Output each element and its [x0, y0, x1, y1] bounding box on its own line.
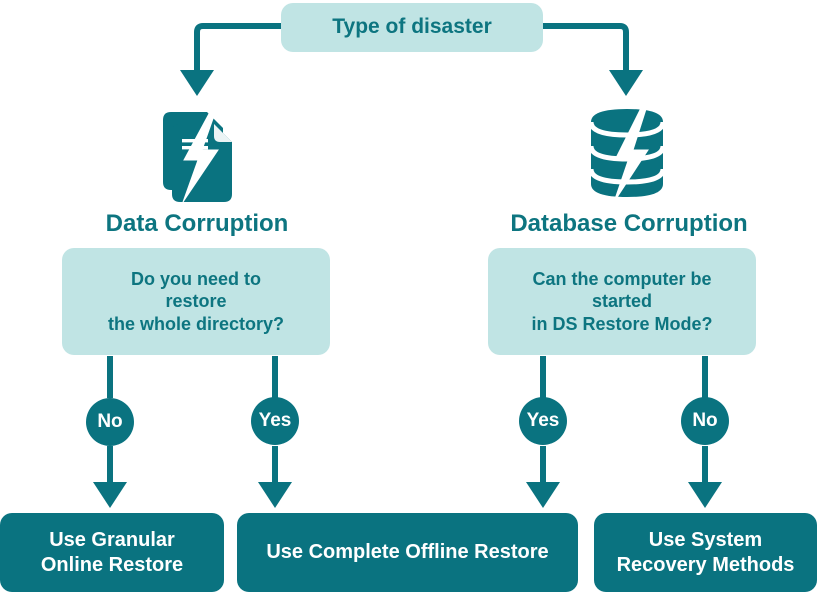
- branch-title-text: Data Corruption: [105, 210, 289, 237]
- question-line-1: Do you need to: [131, 268, 261, 289]
- question-line-3: in DS Restore Mode?: [531, 313, 713, 334]
- result-line-1: Use System: [648, 529, 763, 552]
- decision-chip-label: Yes: [526, 410, 560, 431]
- question-node-data-corruption[interactable]: Do you need to restore the whole directo…: [62, 248, 330, 355]
- result-node-system-recovery-methods[interactable]: Use System Recovery Methods: [594, 513, 817, 592]
- document-lightning-icon: [158, 104, 238, 204]
- root-node-type-of-disaster[interactable]: Type of disaster: [281, 3, 543, 52]
- question-text: Do you need to restore the whole directo…: [108, 268, 284, 336]
- result-line-1: Use Granular: [49, 529, 175, 552]
- database-lightning-icon: [583, 104, 671, 204]
- decision-chip-yes-right[interactable]: Yes: [519, 397, 567, 445]
- branch-title-database-corruption: Database Corruption: [500, 210, 758, 238]
- branch-title-data-corruption: Data Corruption: [77, 210, 317, 238]
- question-line-1: Can the computer be: [532, 268, 712, 289]
- decision-chip-label: Yes: [258, 410, 292, 431]
- decision-chip-no-right[interactable]: No: [681, 397, 729, 445]
- result-text: Use Granular Online Restore: [41, 528, 183, 577]
- question-node-database-corruption[interactable]: Can the computer be started in DS Restor…: [488, 248, 756, 355]
- branch-title-text: Database Corruption: [510, 210, 748, 237]
- result-node-complete-offline-restore[interactable]: Use Complete Offline Restore: [237, 513, 578, 592]
- result-node-granular-online-restore[interactable]: Use Granular Online Restore: [0, 513, 224, 592]
- question-text: Can the computer be started in DS Restor…: [531, 268, 712, 336]
- decision-chip-yes-left[interactable]: Yes: [251, 397, 299, 445]
- decision-chip-label: No: [97, 411, 123, 432]
- result-text: Use System Recovery Methods: [617, 528, 795, 577]
- result-line-2: Online Restore: [40, 553, 184, 576]
- question-line-2: started: [591, 291, 653, 312]
- result-line-2: Recovery Methods: [616, 553, 795, 576]
- root-node-label: Type of disaster: [332, 15, 492, 39]
- question-line-3: the whole directory?: [107, 313, 285, 334]
- decision-chip-no-left[interactable]: No: [86, 398, 134, 446]
- question-line-2: restore: [165, 291, 227, 312]
- result-text: Use Complete Offline Restore: [266, 541, 549, 564]
- decision-chip-label: No: [692, 410, 718, 431]
